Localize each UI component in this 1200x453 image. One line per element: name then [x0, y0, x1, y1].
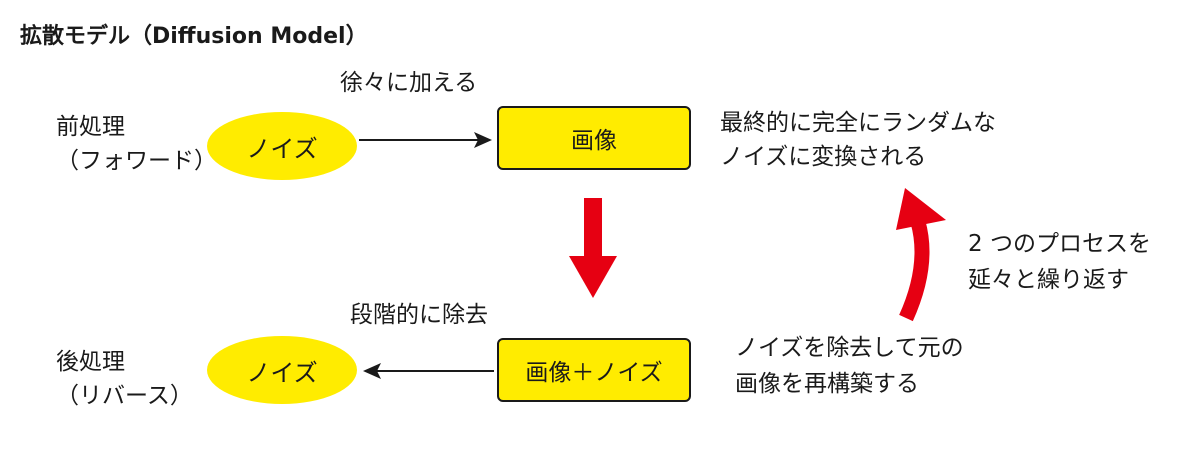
forward-arrow: [359, 132, 492, 148]
red-down-arrow: [569, 198, 617, 298]
reverse-image-noise-box: 画像＋ノイズ: [497, 338, 691, 402]
reverse-label-line2: （リバース）: [56, 383, 193, 409]
reverse-result-text: ノイズを除去して元の 画像を再構築する: [735, 330, 964, 402]
forward-label-line1: 前処理: [56, 114, 125, 140]
forward-label-line2: （フォワード）: [56, 148, 217, 174]
forward-image-box: 画像: [497, 106, 691, 170]
reverse-result-line2: 画像を再構築する: [735, 371, 919, 397]
repeat-note-line1: 2 つのプロセスを: [968, 231, 1151, 257]
reverse-result-line1: ノイズを除去して元の: [735, 335, 964, 361]
reverse-label-line1: 後処理: [56, 349, 125, 375]
reverse-noise-ellipse: ノイズ: [207, 336, 357, 404]
forward-result-text: 最終的に完全にランダムな ノイズに変換される: [720, 106, 996, 174]
red-curved-up-arrow: [896, 188, 946, 322]
reverse-arrow: [363, 363, 494, 379]
reverse-arrow-label: 段階的に除去: [350, 302, 488, 328]
repeat-note-line2: 延々と繰り返す: [968, 267, 1129, 293]
repeat-note: 2 つのプロセスを 延々と繰り返す: [968, 226, 1151, 298]
forward-result-line2: ノイズに変換される: [720, 144, 927, 170]
diagram-title: 拡散モデル（Diffusion Model）: [20, 24, 368, 49]
forward-noise-ellipse: ノイズ: [207, 112, 357, 180]
forward-result-line1: 最終的に完全にランダムな: [720, 110, 996, 136]
forward-arrow-label: 徐々に加える: [340, 70, 478, 96]
reverse-label: 後処理 （リバース）: [56, 345, 193, 413]
forward-label: 前処理 （フォワード）: [56, 110, 217, 178]
